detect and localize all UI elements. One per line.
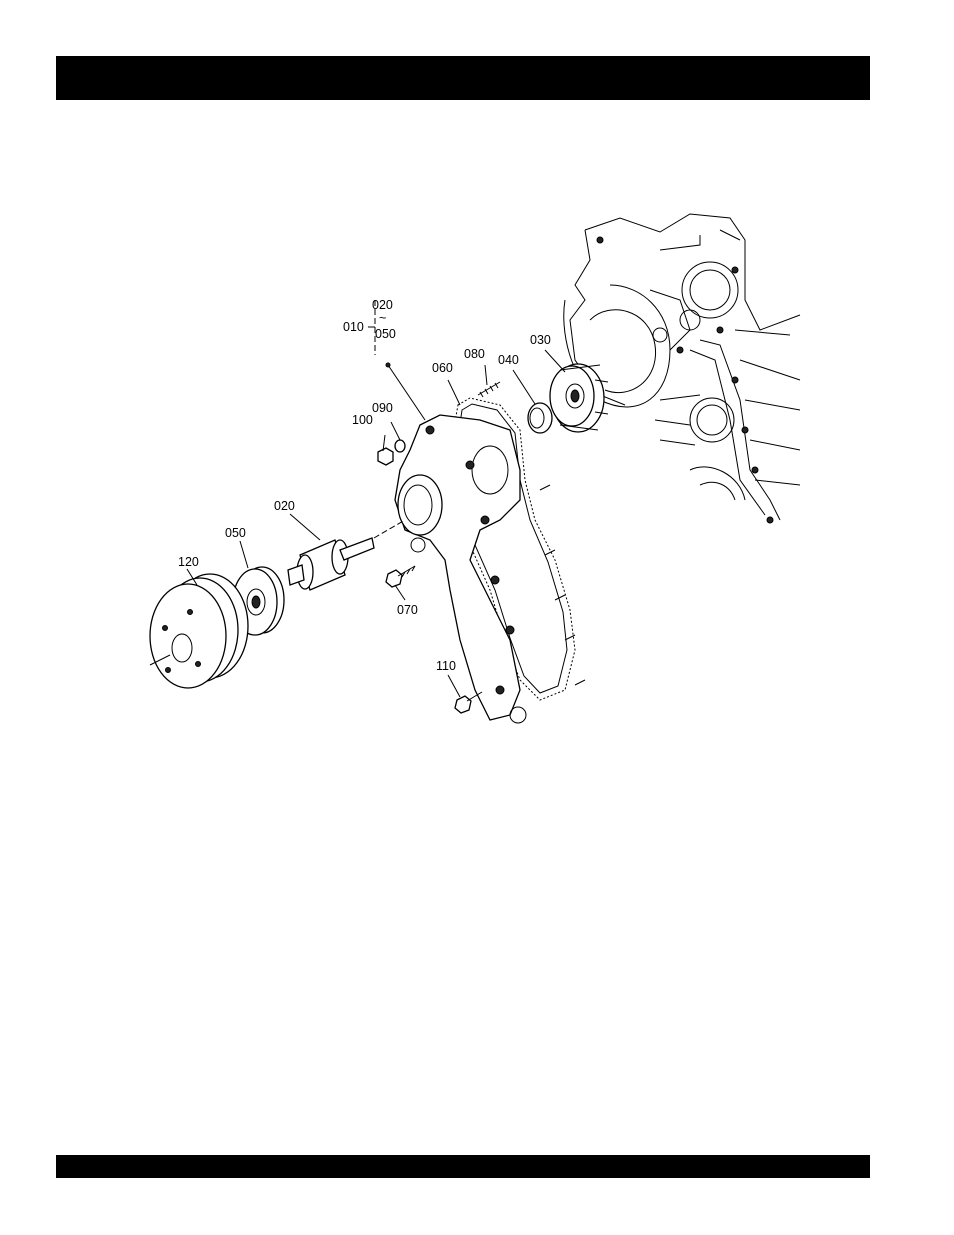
callout-120: 120 [178,555,199,569]
callout-070: 070 [397,603,418,617]
callout-030: 030 [530,333,551,347]
callout-110: 110 [436,659,456,673]
callout-080: 080 [464,347,485,361]
seal-040 [528,403,552,433]
callout-060: 060 [432,361,453,375]
pump-body [395,415,585,723]
callout-050: 050 [225,526,246,540]
bolt-070 [386,566,415,587]
callout-010: 010 [343,320,364,334]
callout-range-start: 020 [372,298,393,312]
pulley-120 [150,574,248,688]
callout-090: 090 [372,401,393,415]
callout-100: 100 [352,413,373,427]
nut-100 [378,448,393,465]
engine-block [564,214,800,523]
impeller-030 [550,364,608,432]
callout-range-end: 050 [375,327,396,341]
callout-040: 040 [498,353,519,367]
stud-080 [478,382,500,397]
washer-090 [395,440,405,452]
callout-range-tilde: ~ [379,311,386,325]
callout-020: 020 [274,499,295,513]
